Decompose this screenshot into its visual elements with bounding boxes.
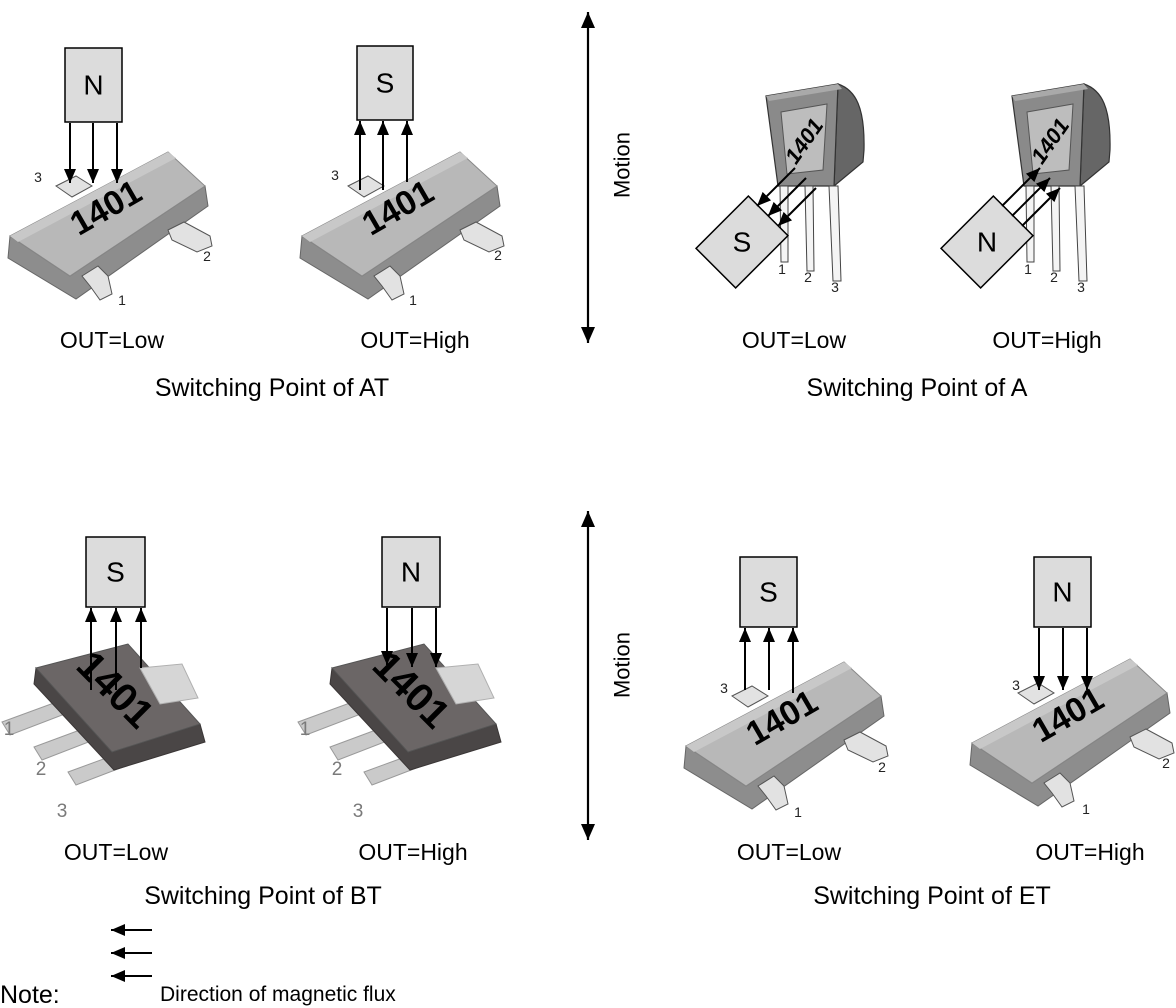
note-legend: Note: Direction of magnetic flux: [0, 924, 396, 1008]
flux-arrow: [767, 177, 807, 217]
et-low-cell: 1401 3 2 1 S OUT=Low: [683, 556, 889, 865]
magnet-n: [64, 47, 123, 123]
magnet-pole-label: S: [106, 557, 125, 588]
pin-label-3: 3: [720, 680, 728, 696]
pin-label-3: 3: [331, 167, 339, 183]
legend-text: Direction of magnetic flux: [160, 983, 396, 1006]
motion-indicator-top: Motion: [581, 12, 635, 343]
note-label: Note:: [0, 981, 60, 1008]
pin-label-3: 3: [831, 279, 839, 295]
output-state-label: OUT=Low: [64, 839, 169, 865]
motion-label: Motion: [610, 632, 635, 698]
pin-label-1: 1: [1024, 261, 1032, 277]
pin-label-2: 2: [36, 759, 47, 780]
magnet-pole-label: S: [733, 227, 752, 258]
output-state-label: OUT=High: [358, 839, 467, 865]
pin-label-2: 2: [332, 759, 343, 780]
pin-label-3: 3: [57, 801, 68, 822]
pin-label-3: 3: [1077, 279, 1085, 295]
panel-caption: Switching Point of A: [807, 374, 1028, 402]
a-high-cell: 1401 1 2 3 N OUT=High: [939, 83, 1111, 353]
magnet-pole-label: N: [1052, 577, 1072, 608]
panel-a: 1401 1 2 3 S OUT=Low 1401 1 2 3 N OUT=Hi…: [694, 83, 1111, 402]
output-state-label: OUT=High: [360, 327, 469, 353]
pin-label-1: 1: [778, 261, 786, 277]
panel-bt: 1401 1 2 3 S OUT=Low 1401 1 2 3 N OUT=Hi…: [1, 536, 502, 910]
panel-at: 1401 3 2 1 N OUT=Low 1401 3 2 1 S OUT=Hi…: [7, 45, 505, 402]
flux-arrow: [756, 167, 796, 207]
magnet-s: [356, 45, 414, 121]
bt-high-cell: 1401 1 2 3 N OUT=High: [297, 536, 502, 865]
pin-label-1: 1: [1082, 801, 1090, 817]
at-high-cell: 1401 3 2 1 S OUT=High: [299, 45, 505, 353]
magnet-pole-label: S: [759, 577, 778, 608]
pin-label-2: 2: [878, 759, 886, 775]
panel-et: 1401 3 2 1 S OUT=Low 1401 3 2 1 N OUT=Hi…: [683, 556, 1175, 910]
pin-label-2: 2: [494, 247, 502, 263]
pin-label-3: 3: [1012, 677, 1020, 693]
magnet-n: [1033, 556, 1092, 628]
magnet-pole-label: S: [376, 68, 395, 99]
bt-low-cell: 1401 1 2 3 S OUT=Low: [1, 536, 206, 865]
pin-label-2: 2: [1050, 269, 1058, 285]
magnet-pole-label: N: [977, 227, 997, 258]
pin-label-2: 2: [804, 269, 812, 285]
magnet-s: [739, 556, 798, 628]
pin-label-1: 1: [118, 292, 126, 308]
pin-label-3: 3: [34, 169, 42, 185]
magnet-pole-label: N: [83, 70, 103, 101]
pin-label-2: 2: [203, 248, 211, 264]
motion-label: Motion: [610, 132, 635, 198]
flux-arrow: [1021, 187, 1061, 227]
output-state-label: OUT=Low: [737, 839, 842, 865]
flux-arrow: [777, 187, 817, 227]
motion-indicator-bottom: Motion: [581, 511, 635, 840]
pin-label-1: 1: [794, 804, 802, 820]
flux-arrow: [1011, 177, 1051, 217]
pin-label-1: 1: [4, 719, 15, 740]
pin-label-1: 1: [409, 292, 417, 308]
pin-label-2: 2: [1162, 755, 1170, 771]
panel-caption: Switching Point of AT: [155, 374, 389, 402]
magnet-s: [85, 536, 146, 608]
flux-arrow: [1001, 167, 1041, 207]
output-state-label: OUT=Low: [742, 327, 847, 353]
magnet-n: [381, 536, 441, 608]
output-state-label: OUT=Low: [60, 327, 165, 353]
output-state-label: OUT=High: [992, 327, 1101, 353]
output-state-label: OUT=High: [1035, 839, 1144, 865]
magnet-pole-label: N: [401, 557, 421, 588]
panel-caption: Switching Point of ET: [813, 882, 1051, 910]
et-high-cell: 1401 3 2 1 N OUT=High: [969, 556, 1175, 865]
at-low-cell: 1401 3 2 1 N OUT=Low: [7, 47, 213, 353]
a-low-cell: 1401 1 2 3 S OUT=Low: [694, 83, 865, 353]
panel-caption: Switching Point of BT: [144, 882, 382, 910]
pin-label-3: 3: [353, 801, 364, 822]
pin-label-1: 1: [300, 719, 311, 740]
